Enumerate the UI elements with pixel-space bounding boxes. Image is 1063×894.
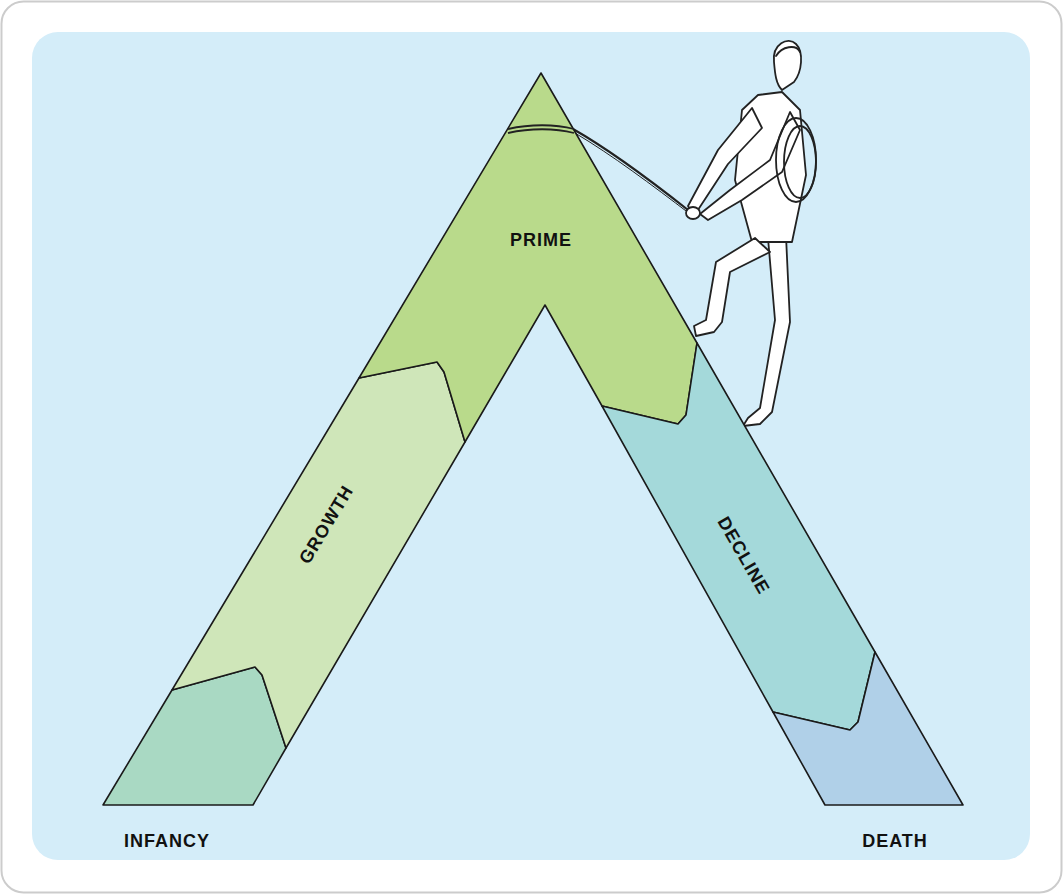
label-holder: INFANCY (124, 832, 210, 852)
death-band: DEATH (770, 649, 966, 855)
band-outline (356, 70, 700, 445)
band-shape (602, 343, 875, 730)
band-shape (773, 652, 963, 805)
growth-band: GROWTH (169, 359, 468, 751)
band-outline (100, 664, 289, 855)
rope-loop (508, 129, 574, 133)
band-shape (172, 362, 465, 748)
stage-label: DEATH (862, 832, 928, 852)
prime-band: PRIME (356, 70, 700, 445)
band-shape (103, 667, 286, 805)
decline-band: DECLINE (599, 340, 878, 733)
label-holder: DEATH (862, 832, 928, 852)
band-outline (770, 649, 966, 855)
band-shape (359, 73, 697, 442)
label-holder: PRIME (510, 231, 572, 251)
stage-label: PRIME (510, 231, 572, 251)
infancy-band: INFANCY (100, 664, 289, 855)
stage-label: INFANCY (124, 832, 210, 852)
